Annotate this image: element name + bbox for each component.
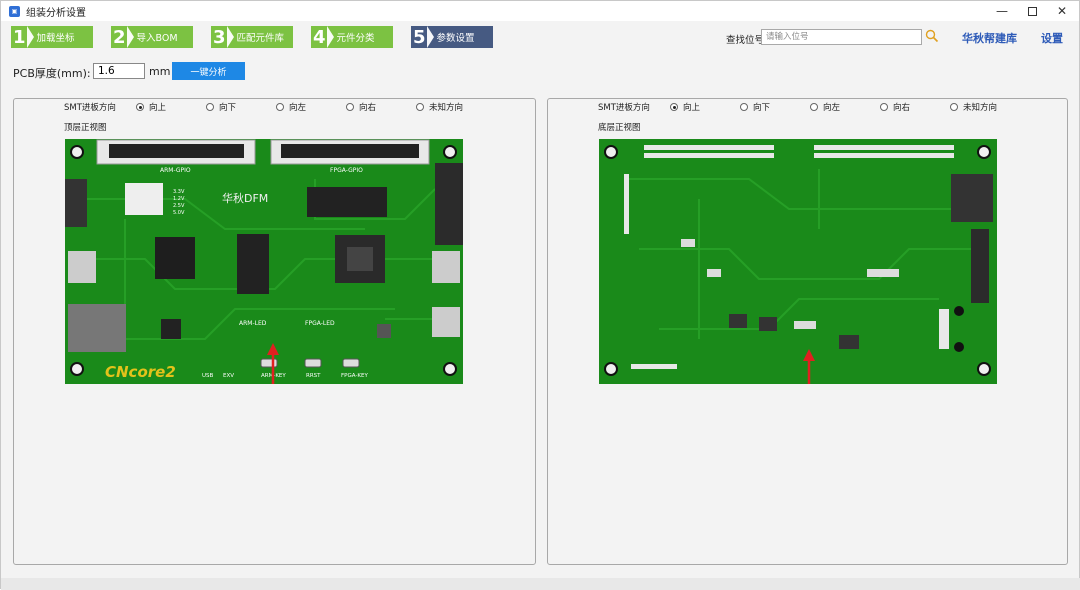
- pcb-thickness-label: PCB厚度(mm):: [13, 67, 91, 80]
- radio-label: 向左: [289, 103, 307, 113]
- smt-direction-group: SMT进板方向 向上 向下 向左 向右 未知方向: [598, 101, 1058, 113]
- step-label: 匹配元件库: [236, 33, 285, 44]
- radio-label: 向左: [823, 103, 841, 113]
- radio-right[interactable]: 向右: [346, 101, 376, 113]
- fpga-led-label: FPGA-LED: [305, 320, 335, 327]
- step-parameter-settings[interactable]: 5 参数设置: [411, 26, 493, 48]
- radio-down[interactable]: 向下: [740, 101, 770, 113]
- pcb-thickness-input[interactable]: [93, 63, 145, 79]
- fpga-key-label: FPGA-KEY: [341, 373, 368, 379]
- step-arrow-icon: [326, 26, 334, 48]
- rrst-label: RRST: [306, 373, 321, 379]
- smt-direction-label: SMT进板方向: [598, 103, 650, 113]
- step-load-coordinates[interactable]: 1 加载坐标: [11, 26, 93, 48]
- step-label: 元件分类: [336, 33, 375, 44]
- radio-unknown[interactable]: 未知方向: [950, 101, 997, 113]
- radio-left[interactable]: 向左: [276, 101, 306, 113]
- exv-label: EXV: [223, 373, 234, 379]
- radio-icon: [276, 103, 284, 111]
- board-logo-text: 华秋DFM: [222, 191, 268, 205]
- voltage-label: 3.3V: [173, 189, 185, 195]
- step-arrow-icon: [426, 26, 434, 48]
- radio-icon: [880, 103, 888, 111]
- voltage-label: 2.5V: [173, 203, 185, 209]
- step-number: 4: [313, 26, 326, 48]
- arm-gpio-label: ARM-GPIO: [160, 167, 191, 174]
- step-number: 2: [113, 26, 126, 48]
- radio-label: 向上: [683, 103, 701, 113]
- step-label: 加载坐标: [36, 33, 75, 44]
- search-input[interactable]: [761, 29, 922, 45]
- radio-up[interactable]: 向上: [670, 101, 700, 113]
- pcb-bottom-view-image: [599, 139, 997, 384]
- step-number: 1: [13, 26, 26, 48]
- one-click-analyze-button[interactable]: 一键分析: [172, 62, 245, 80]
- app-icon: ▣: [9, 5, 20, 17]
- step-number: 3: [213, 26, 226, 48]
- radio-up[interactable]: 向上: [136, 101, 166, 113]
- step-import-bom[interactable]: 2 导入BOM: [111, 26, 193, 48]
- search-label: 查找位号: [726, 35, 765, 46]
- maximize-icon[interactable]: [1015, 1, 1049, 21]
- step-number: 5: [413, 26, 426, 48]
- close-icon[interactable]: ✕: [1056, 4, 1068, 18]
- settings-link[interactable]: 设置: [1041, 32, 1063, 45]
- arm-led-label: ARM-LED: [239, 320, 267, 327]
- radio-label: 向上: [149, 103, 167, 113]
- title-bar: ▣ 组装分析设置: [1, 1, 1079, 21]
- smt-direction-label: SMT进板方向: [64, 103, 116, 113]
- step-match-library[interactable]: 3 匹配元件库: [211, 26, 293, 48]
- orientation-arrow-icon: [803, 349, 815, 361]
- radio-label: 向下: [219, 103, 237, 113]
- library-link[interactable]: 华秋帮建库: [962, 32, 1017, 45]
- radio-label: 向下: [753, 103, 771, 113]
- radio-label: 向右: [359, 103, 377, 113]
- step-label: 参数设置: [436, 33, 475, 44]
- pcb-top-view-image: ARM-GPIO FPGA-GPIO 华秋DFM 3.3V 1.2V 2.5V …: [65, 139, 463, 384]
- orientation-arrow-icon: [267, 343, 279, 355]
- usb-label: USB: [202, 373, 214, 379]
- voltage-label: 1.2V: [173, 196, 185, 202]
- radio-left[interactable]: 向左: [810, 101, 840, 113]
- radio-down[interactable]: 向下: [206, 101, 236, 113]
- step-classify-components[interactable]: 4 元件分类: [311, 26, 393, 48]
- radio-icon: [416, 103, 424, 111]
- radio-label: 未知方向: [963, 103, 998, 113]
- minimize-icon[interactable]: —: [996, 4, 1008, 18]
- bottom-view-panel: SMT进板方向 向上 向下 向左 向右 未知方向 底层正视图: [547, 98, 1068, 565]
- window-title: 组装分析设置: [26, 7, 86, 19]
- step-arrow-icon: [226, 26, 234, 48]
- voltage-label: 5.0V: [173, 210, 185, 216]
- cncore-brand-text: CNcore2: [105, 363, 176, 381]
- pcb-unit-label: mm: [149, 65, 171, 78]
- radio-right[interactable]: 向右: [880, 101, 910, 113]
- bottom-strip: [1, 578, 1080, 590]
- bottom-view-label: 底层正视图: [598, 123, 641, 133]
- radio-icon: [346, 103, 354, 111]
- smt-direction-group: SMT进板方向 向上 向下 向左 向右 未知方向: [64, 101, 524, 113]
- radio-label: 未知方向: [429, 103, 464, 113]
- fpga-gpio-label: FPGA-GPIO: [330, 167, 363, 174]
- radio-unknown[interactable]: 未知方向: [416, 101, 463, 113]
- radio-checked-icon: [670, 103, 678, 111]
- radio-icon: [206, 103, 214, 111]
- step-label: 导入BOM: [136, 33, 178, 44]
- radio-label: 向右: [893, 103, 911, 113]
- step-arrow-icon: [126, 26, 134, 48]
- top-view-label: 顶层正视图: [64, 123, 107, 133]
- radio-icon: [950, 103, 958, 111]
- radio-checked-icon: [136, 103, 144, 111]
- radio-icon: [810, 103, 818, 111]
- step-arrow-icon: [26, 26, 34, 48]
- radio-icon: [740, 103, 748, 111]
- top-view-panel: SMT进板方向 向上 向下 向左 向右 未知方向 顶层正视图: [13, 98, 536, 565]
- search-icon[interactable]: [925, 29, 939, 43]
